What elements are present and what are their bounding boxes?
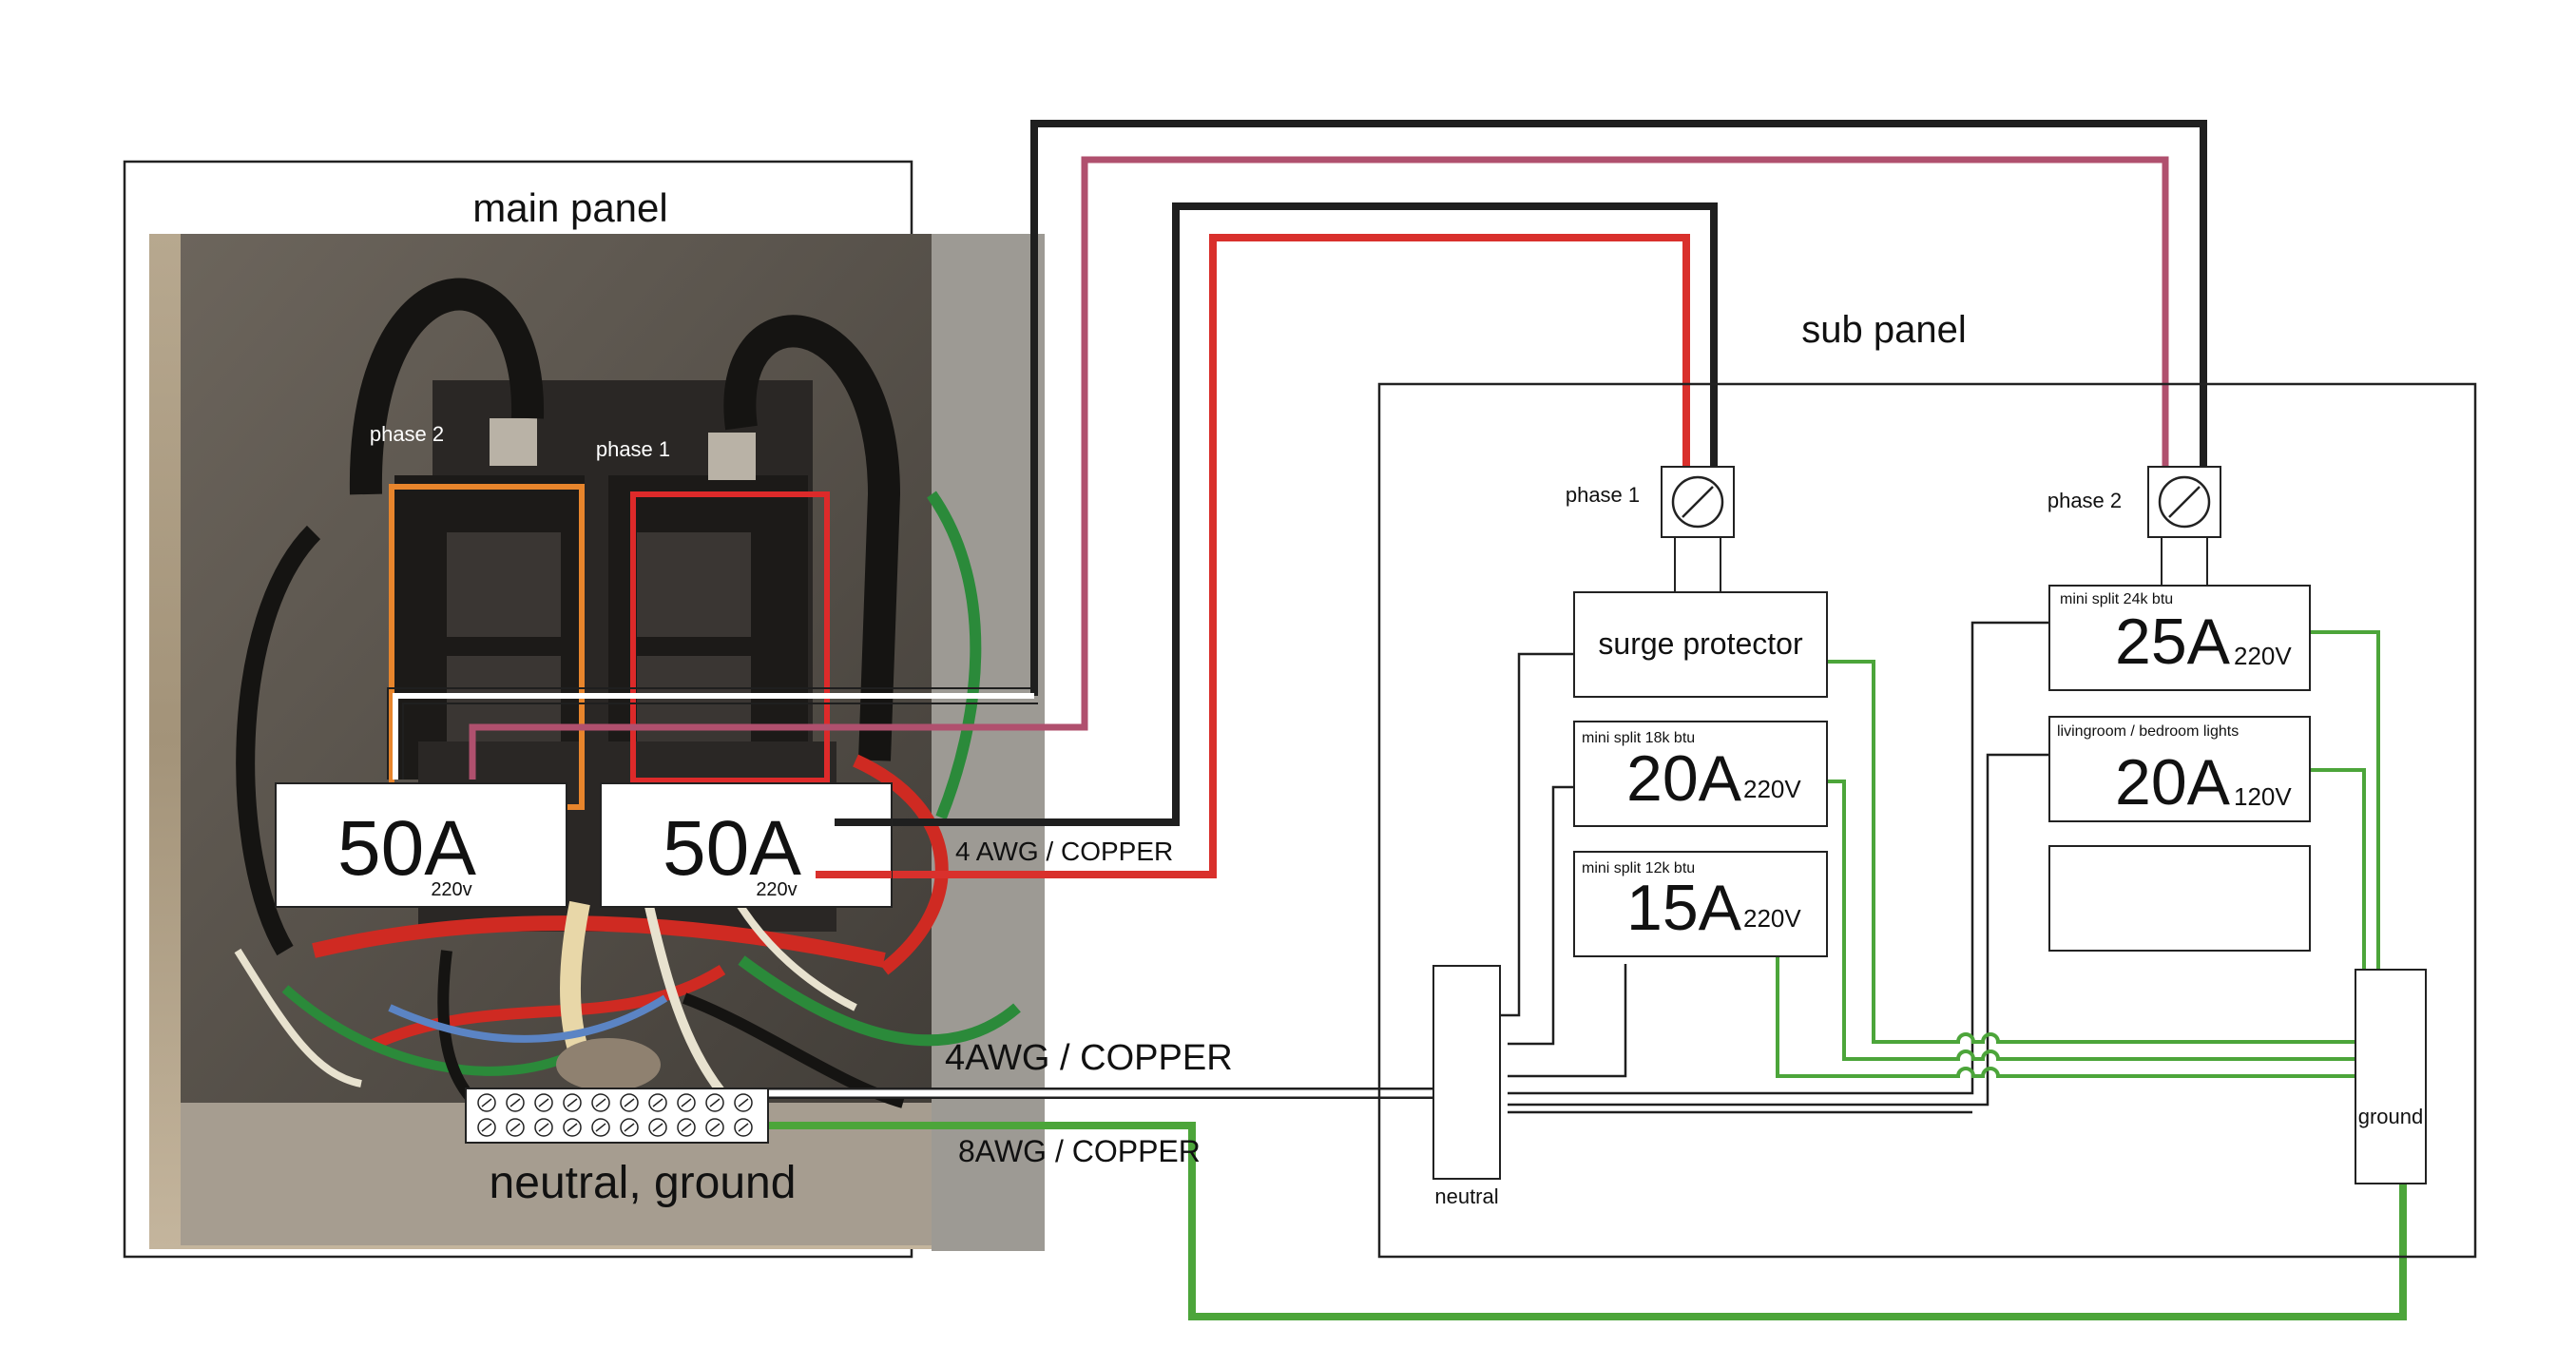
main-breaker-left: 50A 220v: [275, 782, 567, 908]
sub-panel-outline: [1377, 382, 2477, 1259]
feeder-phase2-pink-wire: [469, 156, 2169, 780]
sub-panel: sub panel phase 1 phase 2: [1377, 309, 2477, 1259]
sub-phase2-label: phase 2: [2047, 489, 2122, 512]
feeder-wires: 4 AWG / COPPER 4AWG / COPPER 8AWG / COPP…: [387, 120, 2407, 1320]
breaker-volts: 220V: [1743, 775, 1801, 803]
feeder-phase1-red-wire: [816, 234, 1690, 878]
breaker-caption: livingroom / bedroom lights: [2057, 723, 2239, 740]
sub-panel-title: sub panel: [1801, 309, 1966, 351]
main-breaker-right-amps: 50A: [663, 805, 801, 892]
sub-neutral-bar: neutral: [1432, 965, 1501, 1208]
feeder-phase2-black-wire: [1030, 120, 2207, 696]
feeder-phase1-black-wire: [835, 202, 1718, 826]
breaker-mini-split-24k: mini split 24k btu 25A 220V: [2048, 585, 2311, 691]
breaker-amps: 15A: [1626, 872, 1742, 944]
main-breaker-right: 50A 220v: [600, 782, 893, 908]
breaker-amps: 20A: [2115, 746, 2231, 818]
main-phase1-label: phase 1: [596, 437, 670, 461]
sub-ground-bar: ground: [2355, 969, 2427, 1184]
breaker-amps: 20A: [1626, 742, 1742, 815]
main-breaker-left-amps: 50A: [337, 805, 476, 892]
hot-feed-label: 4 AWG / COPPER: [955, 837, 1173, 866]
breaker-mini-split-18k: mini split 18k btu 20A 220V: [1573, 721, 1828, 827]
main-breaker-left-volts: 220v: [431, 879, 471, 900]
sub-ground-label: ground: [2358, 1105, 2424, 1128]
main-phase2-label: phase 2: [370, 422, 444, 446]
breaker-caption: mini split 12k btu: [1582, 860, 1695, 876]
phase1-breaker-highlight: [630, 491, 830, 783]
breaker-caption: mini split 18k btu: [1582, 730, 1695, 746]
breaker-mini-split-12k: mini split 12k btu 15A 220V: [1573, 851, 1828, 957]
sub-phase1-label: phase 1: [1566, 483, 1640, 507]
sub-neutral-wiring: [1498, 621, 2070, 1114]
main-breaker-right-volts: 220v: [756, 879, 797, 900]
breaker-volts: 220V: [1743, 904, 1801, 933]
empty-breaker-slot: [2048, 845, 2311, 952]
ground-feed-label: 8AWG / COPPER: [958, 1134, 1201, 1168]
main-bus-label: neutral, ground: [490, 1158, 797, 1208]
neutral-feed-label: 4AWG / COPPER: [945, 1038, 1233, 1078]
sub-ground-wiring: [1776, 630, 2380, 1078]
ground-feed-wire: [768, 1122, 2407, 1320]
surge-protector-label: surge protector: [1598, 626, 1803, 661]
sub-phase2-main-breaker: [2147, 466, 2221, 593]
breaker-amps: 25A: [2115, 606, 2231, 678]
sub-phase1-main-breaker: [1661, 466, 1735, 593]
breaker-caption: mini split 24k btu: [2060, 591, 2173, 607]
feeder-phase2-white-wire: [393, 693, 1034, 780]
breaker-lights: livingroom / bedroom lights 20A 120V: [2048, 716, 2311, 822]
surge-protector: surge protector: [1573, 591, 1828, 698]
main-panel-title: main panel: [472, 185, 667, 230]
breaker-volts: 120V: [2234, 782, 2292, 811]
breaker-volts: 220V: [2234, 642, 2292, 670]
main-neutral-ground-bus: neutral, ground: [465, 1088, 797, 1208]
sub-neutral-label: neutral: [1434, 1184, 1498, 1208]
